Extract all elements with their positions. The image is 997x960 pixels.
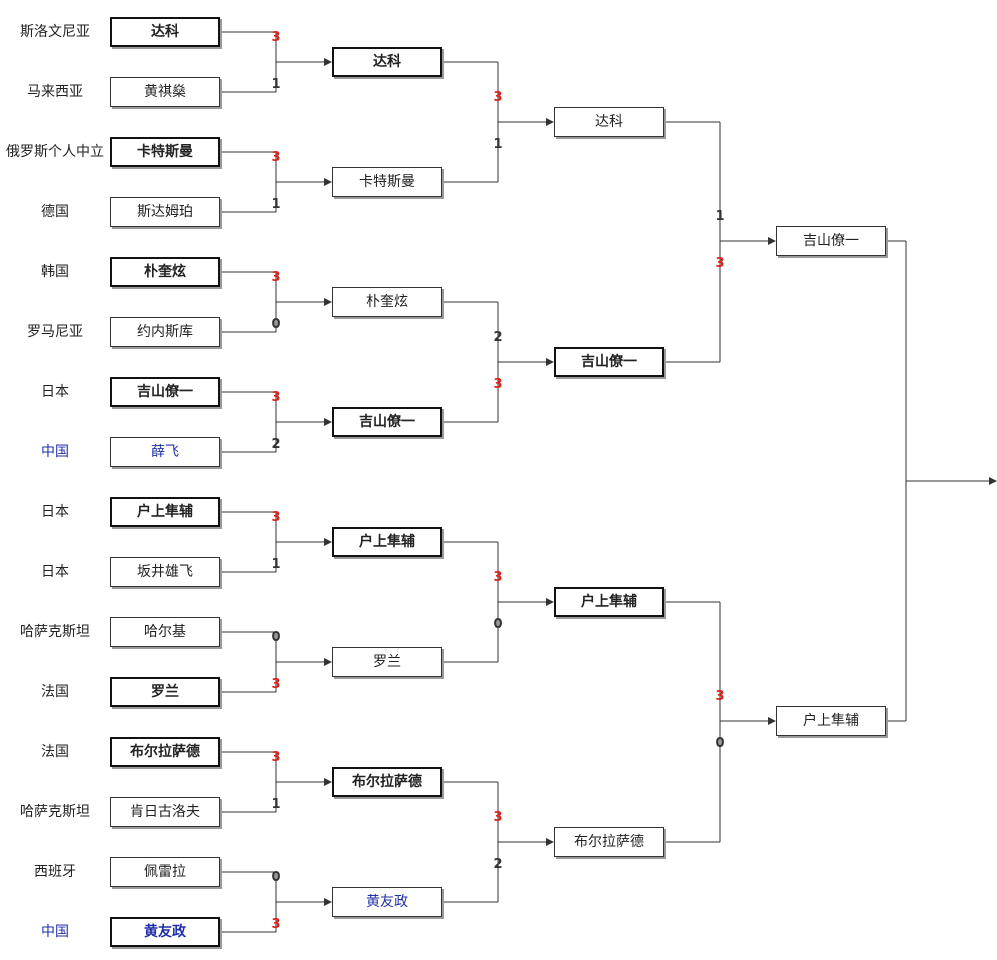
arrow-head <box>546 118 554 126</box>
country-label: 中国 <box>41 444 69 460</box>
match-score: 1 <box>271 197 281 212</box>
player-box: 佩雷拉 <box>110 857 220 887</box>
player-box: 户上隼辅 <box>110 497 220 527</box>
player-box: 达科 <box>110 17 220 47</box>
match-score: 3 <box>271 677 281 692</box>
arrow-head <box>324 778 332 786</box>
match-score: 3 <box>493 570 503 585</box>
country-label: 德国 <box>41 204 69 220</box>
match-score: 1 <box>271 557 281 572</box>
country-label: 日本 <box>41 564 69 580</box>
player-box: 坂井雄飞 <box>110 557 220 587</box>
arrow-head <box>546 358 554 366</box>
country-label: 哈萨克斯坦 <box>20 804 90 820</box>
player-box: 吉山僚一 <box>332 407 442 437</box>
match-score: 1 <box>715 209 725 224</box>
match-score: 1 <box>493 137 503 152</box>
country-label: 马来西亚 <box>27 84 83 100</box>
player-box: 哈尔基 <box>110 617 220 647</box>
arrow-head <box>768 237 776 245</box>
arrow-head <box>324 418 332 426</box>
match-score: 3 <box>493 810 503 825</box>
arrow-head <box>768 717 776 725</box>
player-box: 斯达姆珀 <box>110 197 220 227</box>
player-box: 约内斯库 <box>110 317 220 347</box>
match-score: 2 <box>271 437 281 452</box>
match-score: 0 <box>715 736 725 751</box>
match-score: 2 <box>493 857 503 872</box>
player-box: 朴奎炫 <box>110 257 220 287</box>
country-label: 西班牙 <box>34 864 76 880</box>
player-box: 达科 <box>332 47 442 77</box>
arrow-head <box>546 838 554 846</box>
player-box: 黄友政 <box>332 887 442 917</box>
match-score: 3 <box>493 90 503 105</box>
player-box: 罗兰 <box>110 677 220 707</box>
country-label: 俄罗斯个人中立 <box>6 144 104 160</box>
player-box: 布尔拉萨德 <box>110 737 220 767</box>
player-box: 卡特斯曼 <box>110 137 220 167</box>
arrow-head <box>546 598 554 606</box>
country-label: 日本 <box>41 504 69 520</box>
country-label: 斯洛文尼亚 <box>20 24 90 40</box>
match-score: 1 <box>271 77 281 92</box>
match-score: 0 <box>271 630 281 645</box>
match-score: 2 <box>493 330 503 345</box>
country-label: 法国 <box>41 744 69 760</box>
country-label: 中国 <box>41 924 69 940</box>
match-score: 1 <box>271 797 281 812</box>
player-box: 户上隼辅 <box>776 706 886 736</box>
arrow-head <box>324 658 332 666</box>
match-score: 3 <box>271 150 281 165</box>
country-label: 罗马尼亚 <box>27 324 83 340</box>
player-box: 罗兰 <box>332 647 442 677</box>
player-box: 户上隼辅 <box>554 587 664 617</box>
match-score: 3 <box>271 510 281 525</box>
match-score: 0 <box>493 617 503 632</box>
arrow-head <box>324 898 332 906</box>
player-box: 卡特斯曼 <box>332 167 442 197</box>
arrow-head <box>324 298 332 306</box>
player-box: 布尔拉萨德 <box>332 767 442 797</box>
player-box: 布尔拉萨德 <box>554 827 664 857</box>
player-box: 吉山僚一 <box>776 226 886 256</box>
match-score: 0 <box>271 317 281 332</box>
match-score: 3 <box>271 390 281 405</box>
match-score: 3 <box>271 30 281 45</box>
match-score: 3 <box>493 377 503 392</box>
match-score: 3 <box>271 917 281 932</box>
player-box: 户上隼辅 <box>332 527 442 557</box>
match-score: 3 <box>271 270 281 285</box>
arrow-head <box>324 58 332 66</box>
country-label: 韩国 <box>41 264 69 280</box>
match-score: 0 <box>271 870 281 885</box>
arrow-head <box>324 538 332 546</box>
arrow-head <box>324 178 332 186</box>
player-box: 朴奎炫 <box>332 287 442 317</box>
player-box: 吉山僚一 <box>554 347 664 377</box>
country-label: 法国 <box>41 684 69 700</box>
player-box: 达科 <box>554 107 664 137</box>
champion-arrow-head <box>989 477 997 485</box>
player-box: 黄友政 <box>110 917 220 947</box>
player-box: 薛飞 <box>110 437 220 467</box>
match-score: 3 <box>271 750 281 765</box>
country-label: 哈萨克斯坦 <box>20 624 90 640</box>
country-label: 日本 <box>41 384 69 400</box>
player-box: 吉山僚一 <box>110 377 220 407</box>
player-box: 肯日古洛夫 <box>110 797 220 827</box>
match-score: 3 <box>715 689 725 704</box>
match-score: 3 <box>715 256 725 271</box>
player-box: 黄祺燊 <box>110 77 220 107</box>
